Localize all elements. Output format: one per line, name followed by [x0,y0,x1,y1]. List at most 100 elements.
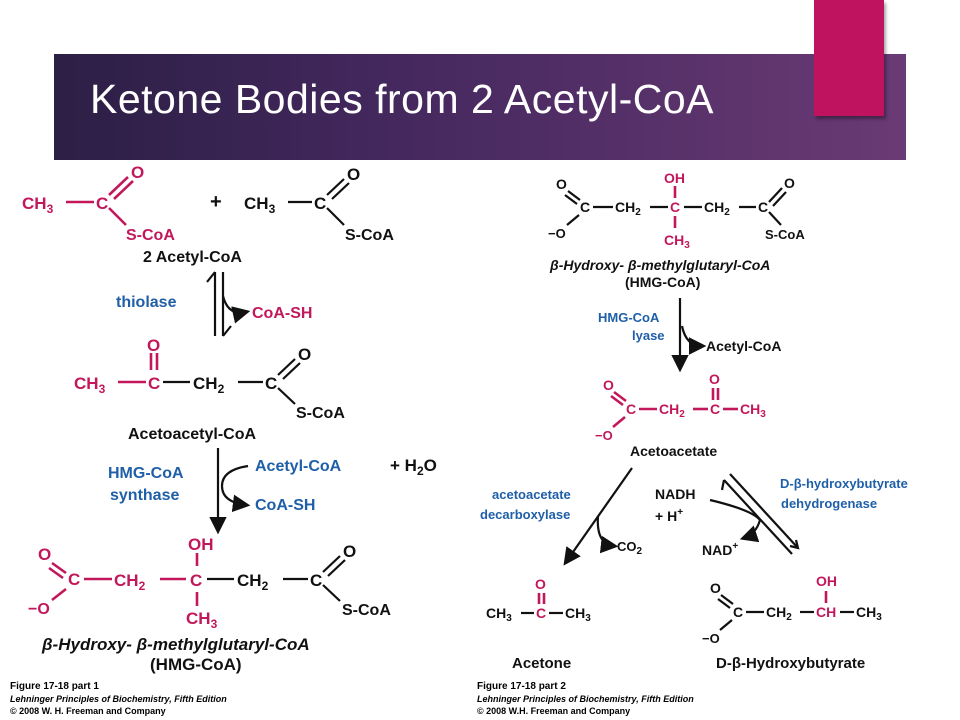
svg-text:S-CoA: S-CoA [296,405,345,422]
figure-caption-part2-copyright: © 2008 W.H. Freeman and Company [477,706,630,716]
part1-reaction-panel: CH3 C O S-CoA + CH3 C O S-CoA 2 Acetyl-C… [10,163,437,716]
svg-text:C: C [148,374,160,393]
decarboxylase-label-line1: acetoacetate [492,487,571,502]
svg-text:O: O [784,175,795,191]
figure-caption-part2-book: Lehninger Principles of Biochemistry, Fi… [477,694,694,704]
co2-product-label: CO2 [617,539,643,557]
svg-text:CH3: CH3 [244,194,276,216]
acetyl-coa-label: 2 Acetyl-CoA [143,249,242,266]
acetyl-coa-molecule-1: CH3 C O S-CoA [22,163,175,244]
svg-text:O: O [347,165,360,184]
svg-text:CH3: CH3 [856,604,882,623]
svg-text:CH2: CH2 [704,199,730,218]
figure-caption-part2-title: Figure 17-18 part 2 [477,681,566,692]
thioester-scoa: S-CoA [126,227,175,244]
acetyl-coa-substrate-label: Acetyl-CoA [255,458,342,475]
methyl-group: CH3 [22,194,54,216]
hmg-coa-label-part2-line2: (HMG-CoA) [625,274,700,290]
svg-text:O: O [147,336,160,355]
hmg-coa-molecule-part2: O C −O CH2 C OH CH3 CH2 C O S-CoA [548,170,805,251]
svg-text:C: C [670,199,680,215]
svg-text:C: C [758,199,768,215]
svg-text:C: C [314,194,326,213]
svg-text:CH2: CH2 [615,199,641,218]
svg-text:C: C [265,374,277,393]
svg-text:S-CoA: S-CoA [342,602,391,619]
svg-text:OH: OH [664,170,685,186]
svg-text:O: O [710,580,721,596]
svg-text:CH3: CH3 [74,374,106,396]
svg-text:CH2: CH2 [659,401,685,420]
acetone-molecule: CH3 C O CH3 [486,576,591,624]
svg-text:CH3: CH3 [486,605,512,624]
svg-text:O: O [556,176,567,192]
svg-text:CH2: CH2 [766,604,792,623]
svg-text:CH3: CH3 [186,609,218,631]
dehydrogenase-label-line1: D-β-hydroxybutyrate [780,476,908,491]
svg-text:CH2: CH2 [114,571,146,593]
acetoacetate-label: Acetoacetate [630,443,717,459]
svg-text:O: O [298,345,311,364]
figure-caption-part1-book: Lehninger Principles of Biochemistry, Fi… [10,694,227,704]
plus-sign: + [210,191,222,213]
svg-text:CH2: CH2 [237,571,269,593]
svg-text:C: C [626,401,636,417]
decarboxylase-label-line2: decarboxylase [480,507,570,522]
svg-text:−O: −O [548,226,566,241]
accent-tab [814,0,884,116]
svg-text:−O: −O [28,601,50,618]
svg-text:S-CoA: S-CoA [765,227,805,242]
svg-text:C: C [310,571,322,590]
hmg-coa-label-line1: β-Hydroxy- β-methylglutaryl-CoA [41,635,310,654]
dehydrogenase-label-line2: dehydrogenase [781,496,877,511]
svg-text:C: C [580,199,590,215]
svg-text:C: C [733,604,743,620]
svg-text:O: O [38,545,51,564]
h-plus-label: + H+ [655,507,683,524]
acetone-label: Acetone [512,655,571,672]
svg-text:C: C [68,570,80,589]
nad-plus-label: NAD+ [702,541,738,558]
hydroxybutyrate-molecule: O C −O CH2 CH OH CH3 [702,573,882,646]
svg-text:O: O [603,377,614,393]
coash-release-label: CoA-SH [255,497,315,514]
svg-text:S-CoA: S-CoA [345,227,394,244]
thiolase-enzyme-label: thiolase [116,294,177,311]
svg-text:C: C [710,401,720,417]
svg-text:CH2: CH2 [193,374,225,396]
svg-text:O: O [535,576,546,592]
acetyl-coa-molecule-2: CH3 C O S-CoA [244,165,394,244]
hydroxybutyrate-label: D-β-Hydroxybutyrate [716,655,865,672]
figure-caption-part1-title: Figure 17-18 part 1 [10,681,99,692]
svg-text:C: C [190,571,202,590]
part2-reaction-panel: O C −O CH2 C OH CH3 CH2 C O S-CoA β-Hydr… [477,170,908,716]
svg-text:−O: −O [595,428,613,443]
hmg-coa-lyase-label-line1: HMG-CoA [598,310,660,325]
acetoacetate-molecule: O C −O CH2 C O CH3 [595,371,766,443]
svg-text:CH3: CH3 [664,232,690,251]
hmg-coa-synthase-label-line2: synthase [110,487,179,504]
carbonyl-carbon: C [96,194,108,213]
svg-text:O: O [343,542,356,561]
figure-caption-part1-copyright: © 2008 W. H. Freeman and Company [10,706,166,716]
hmg-coa-label-part2-line1: β-Hydroxy- β-methylglutaryl-CoA [549,257,770,273]
hmg-coa-lyase-label-line2: lyase [632,328,665,343]
svg-text:CH3: CH3 [565,605,591,624]
nadh-label: NADH [655,486,695,502]
acetoacetyl-coa-label: Acetoacetyl-CoA [128,426,256,443]
acetyl-coa-release-label: Acetyl-CoA [706,338,781,354]
svg-text:C: C [536,605,546,621]
svg-text:OH: OH [188,535,214,554]
coash-product-label: CoA-SH [252,305,312,322]
slide-title: Ketone Bodies from 2 Acetyl-CoA [90,76,714,122]
title-banner: Ketone Bodies from 2 Acetyl-CoA [54,54,906,160]
svg-text:O: O [709,371,720,387]
svg-text:−O: −O [702,631,720,646]
hmg-coa-label-line2: (HMG-CoA) [150,655,242,674]
svg-text:CH3: CH3 [740,401,766,420]
svg-text:OH: OH [816,573,837,589]
carbonyl-oxygen: O [131,163,144,182]
water-substrate-label: + H2O [390,456,437,478]
hmg-coa-synthase-label-line1: HMG-CoA [108,465,184,482]
